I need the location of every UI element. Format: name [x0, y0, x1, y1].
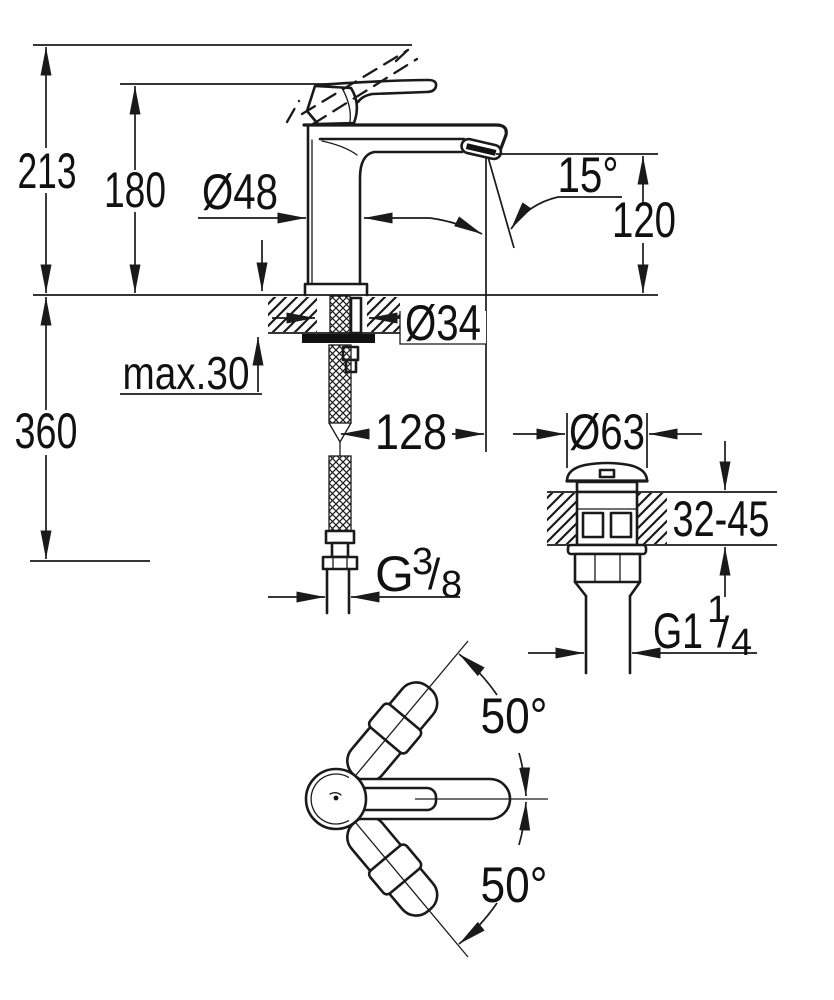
body-right-edge — [358, 150, 464, 286]
dim-213: 213 — [18, 44, 412, 293]
dim-o48: Ø48 — [198, 164, 483, 235]
waste-valve-detail — [547, 461, 777, 675]
waste-washer — [566, 543, 648, 556]
dim-180: 180 — [104, 83, 332, 293]
hole-diameter-label-box — [400, 311, 486, 344]
handle-raised-dashed — [285, 46, 419, 126]
hose-segment-2 — [328, 455, 352, 532]
dim-max30: max.30 — [120, 240, 268, 399]
waste-cap-dome — [565, 461, 649, 483]
waste-counter-hatch-left — [547, 493, 577, 544]
waste-neck — [575, 480, 639, 494]
dim-o63: Ø63 — [513, 404, 702, 468]
supply-thread-slash: / — [428, 550, 441, 599]
waste-deck-range-label: 32-45 — [673, 491, 770, 547]
waste-cap-slot — [598, 468, 616, 479]
counter-hatch-left — [268, 297, 317, 332]
waste-tailpipe — [584, 594, 632, 675]
hose-neck — [330, 541, 350, 559]
overall-height-label: 213 — [18, 143, 77, 199]
spout-outline — [302, 123, 508, 158]
hole-diameter-label: Ø34 — [405, 295, 481, 351]
top-view: 50° 50° — [304, 640, 548, 958]
body-base — [303, 282, 369, 297]
dim-120: 120 — [496, 153, 676, 293]
spout-neck-curve — [321, 140, 358, 156]
dim-g114: G1 1 / 4 — [528, 589, 757, 664]
faucet-side-view — [285, 46, 515, 452]
popup-rod — [349, 296, 363, 335]
supply-hose — [321, 344, 359, 615]
swivel-axis-lower — [355, 822, 469, 958]
waste-thread-sub: 4 — [731, 622, 752, 664]
dim-o34: Ø34 — [272, 295, 486, 351]
stream-angled-line — [487, 156, 515, 249]
waste-body-slot-right — [609, 511, 633, 539]
angle-arc-lower-a — [458, 902, 498, 945]
waste-thread-sup: 1 — [707, 589, 728, 631]
mounting-flange — [302, 334, 375, 343]
supply-thread-sub: 8 — [441, 564, 462, 606]
dim-15deg: 15° — [510, 147, 622, 230]
swivel-angle-lower-label: 50° — [481, 857, 548, 913]
waste-nut — [573, 552, 642, 584]
supply-pipe — [325, 567, 351, 615]
waste-taper — [573, 580, 642, 598]
deck-thickness-label: max.30 — [123, 347, 250, 399]
swivel-axis-upper — [355, 640, 469, 776]
aerator-icon — [460, 137, 503, 161]
waste-cap-diameter-label: Ø63 — [569, 404, 645, 460]
counter-hatch-right — [367, 297, 400, 332]
handle-escutcheon-curve — [341, 87, 351, 123]
handle-height-label: 180 — [104, 162, 166, 218]
spout-reach-label: 128 — [375, 404, 447, 460]
dim-32-45: 32-45 — [673, 441, 770, 597]
supply-thread-label: G — [375, 546, 414, 602]
dim-g38: G 3 / 8 — [268, 541, 462, 606]
dim-360: 360 — [15, 297, 150, 562]
handle-lever — [316, 78, 438, 104]
shank-braid — [329, 295, 351, 334]
body-top-view-inner-ring — [310, 773, 350, 825]
hose-collar — [324, 529, 356, 545]
dim-128: 128 — [341, 404, 484, 460]
waste-counter-hatch-right — [637, 493, 667, 544]
body-diameter-label: Ø48 — [202, 164, 278, 220]
waste-thread-slash: / — [717, 608, 730, 657]
waste-body-slot-left — [581, 511, 605, 539]
hose-segment-1 — [328, 344, 352, 424]
hose-length-label: 360 — [15, 403, 78, 459]
supply-thread-sup: 3 — [412, 541, 433, 583]
brand-mark — [333, 795, 339, 801]
spout-height-label: 120 — [612, 192, 676, 248]
angle-arc-lower-b — [518, 801, 531, 846]
hose-break-tip — [328, 422, 352, 443]
angle-arc-upper-b — [518, 752, 531, 797]
brand-mark-stroke — [329, 792, 342, 796]
hose-nut — [321, 555, 359, 571]
spray-angle-label: 15° — [558, 147, 619, 203]
angle-arc-upper-a — [458, 653, 498, 696]
handle-escutcheon — [305, 84, 359, 126]
swivel-angle-upper-label: 50° — [481, 688, 548, 744]
waste-thread-label: G1 — [653, 603, 703, 659]
